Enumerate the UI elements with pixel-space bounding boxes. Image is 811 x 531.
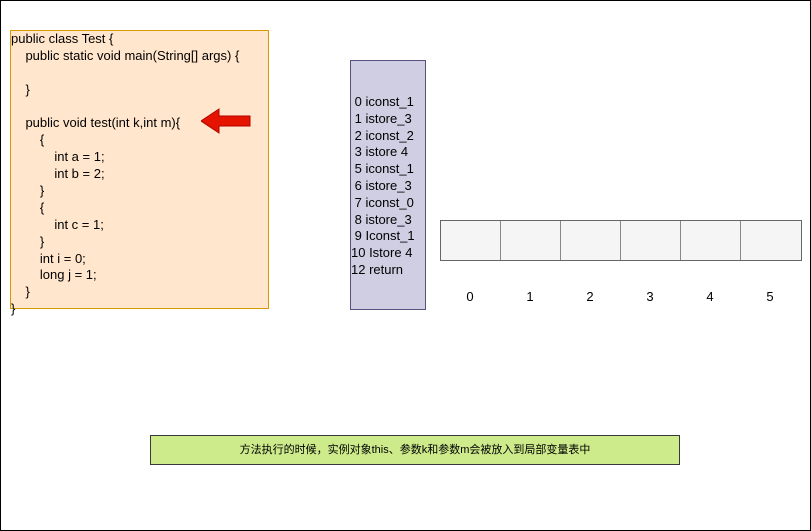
slot-5 [741, 221, 801, 260]
bytecode-instruction: 9 Iconst_1 [351, 228, 415, 244]
code-line: { [11, 132, 45, 148]
bytecode-instruction: 2 iconst_2 [351, 127, 414, 143]
code-line: int c = 1; [11, 216, 104, 232]
slot-1 [501, 221, 561, 260]
slot-2 [561, 221, 621, 260]
slot-3 [621, 221, 681, 260]
bytecode-instruction: 1 istore_3 [351, 110, 412, 126]
bytecode-instruction: 0 iconst_1 [351, 94, 414, 109]
bytecode-instruction: 8 istore_3 [351, 211, 412, 227]
code-line: } [11, 284, 30, 300]
bytecode-list: 0 iconst_1 1 istore_3 2 iconst_2 3 istor… [350, 60, 426, 310]
slot-index: 2 [586, 289, 594, 304]
code-line: } [11, 301, 16, 317]
red-arrow-icon [201, 108, 251, 134]
bytecode-instruction: 3 istore 4 [351, 144, 409, 160]
code-line: public void test(int k,int m){ [11, 115, 181, 131]
code-line: } [11, 81, 30, 97]
code-line: public class Test { [11, 31, 114, 46]
slot-index: 1 [526, 289, 534, 304]
explanation-note: 方法执行的时候，实例对象this、参数k和参数m会被放入到局部变量表中 [150, 435, 680, 465]
bytecode-instruction: 6 istore_3 [351, 177, 412, 193]
slot-index: 3 [646, 289, 654, 304]
code-line: int a = 1; [11, 149, 105, 165]
slot-index: 4 [706, 289, 714, 304]
slot-index: 0 [466, 289, 474, 304]
slot-4 [681, 221, 741, 260]
code-line: } [11, 233, 45, 249]
slot-index: 5 [766, 289, 774, 304]
slot-0 [441, 221, 501, 260]
code-line: public static void main(String[] args) { [11, 47, 240, 63]
code-line: int i = 0; [11, 250, 86, 266]
bytecode-instruction: 10 Istore 4 [351, 245, 413, 261]
code-line: int b = 2; [11, 166, 105, 182]
code-line: long j = 1; [11, 267, 97, 283]
local-variable-table [440, 220, 802, 261]
code-line [11, 65, 268, 82]
bytecode-instruction: 12 return [351, 261, 404, 277]
code-line: } [11, 183, 45, 199]
bytecode-instruction: 5 iconst_1 [351, 161, 414, 177]
bytecode-instruction: 7 iconst_0 [351, 194, 414, 210]
java-code-box: public class Test { public static void m… [10, 30, 269, 316]
code-line: { [11, 199, 45, 215]
